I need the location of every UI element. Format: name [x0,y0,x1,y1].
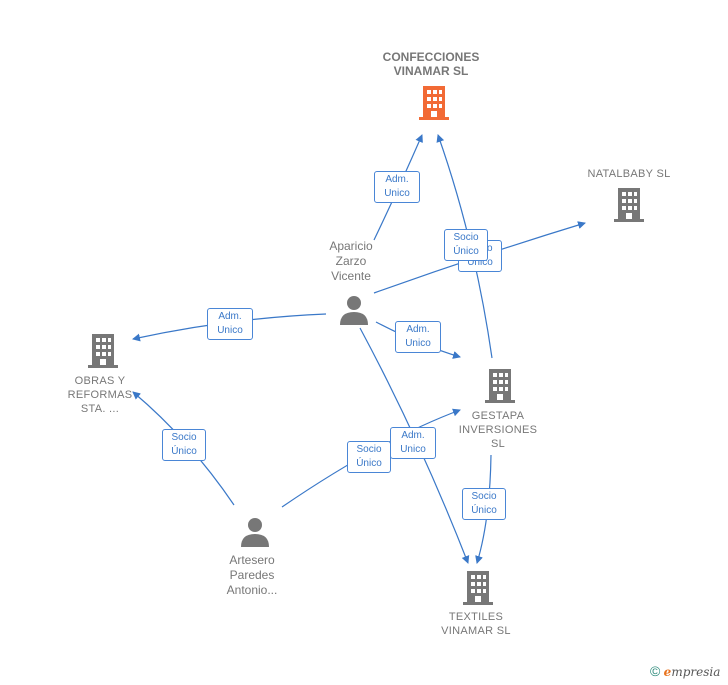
brand-logo: empresia [663,665,721,679]
building-icon-confecciones [419,86,449,120]
node-label-textiles[interactable]: TEXTILES VINAMAR SL [441,611,511,637]
person-icon-artesero [241,518,269,547]
node-label-natalbaby[interactable]: NATALBABY SL [587,168,671,180]
edge-label-adm-confecciones: Adm. Unico [374,171,420,203]
edge-label-socio-obras: Socio Único [162,429,206,461]
node-label-obras[interactable]: OBRAS Y REFORMAS STA. ... [67,375,133,415]
empresia-watermark: © empresia [650,663,720,679]
edge-label-adm-obras: Adm. Unico [207,308,253,340]
person-icon-aparicio [340,296,368,325]
edge-label-socio-artesero-gestapa: Socio Único [347,441,391,473]
edge-label-socio-textiles: Socio Único [462,488,506,520]
edge-label-adm-gestapa: Adm. Unico [395,321,441,353]
building-icon-textiles [463,571,493,605]
node-label-gestapa[interactable]: GESTAPA INVERSIONES SL [458,410,538,450]
building-icon-obras [88,334,118,368]
node-label-artesero[interactable]: Artesero Paredes Antonio... [226,553,278,597]
edge-label-adm-textiles: Adm. Unico [390,427,436,459]
edge-label-socio-gestapa-confecciones: Socio Único [444,229,488,261]
copyright-symbol: © [650,663,661,679]
node-label-confecciones[interactable]: CONFECCIONES VINAMAR SL [382,50,480,78]
building-icon-natalbaby [614,188,644,222]
node-label-aparicio[interactable]: Aparicio Zarzo Vicente [329,239,373,283]
building-icon-gestapa [485,369,515,403]
